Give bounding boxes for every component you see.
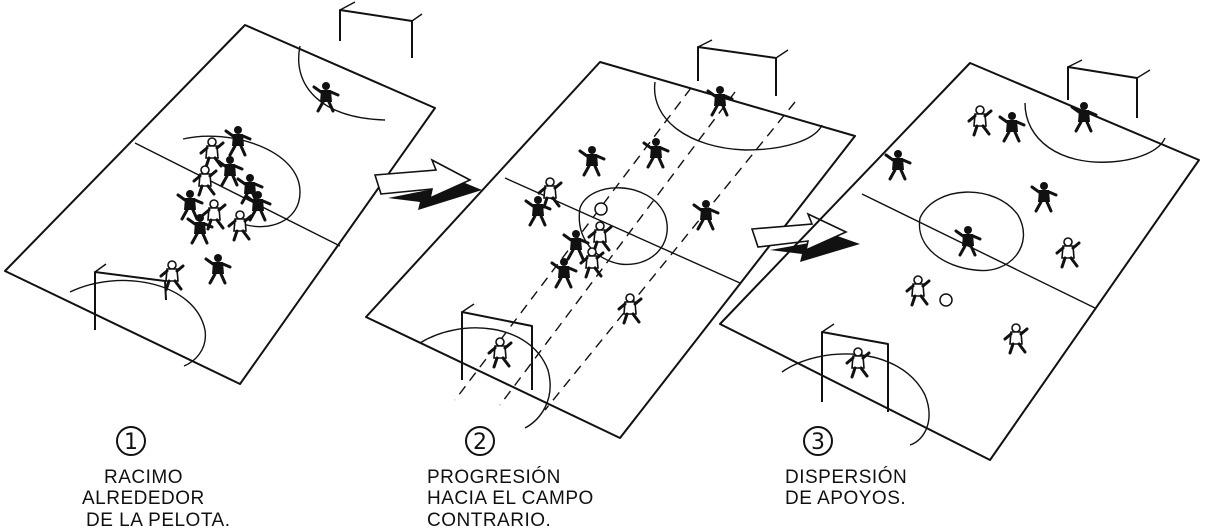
bottom-goal-area xyxy=(420,328,550,428)
court-outline xyxy=(5,25,435,384)
player xyxy=(206,254,230,283)
arrow-1 xyxy=(375,160,482,210)
player xyxy=(969,106,991,135)
caption-line-2: HACIA EL CAMPO xyxy=(427,488,594,509)
player xyxy=(1032,182,1056,211)
panel-3-court xyxy=(720,60,1199,460)
panel-3-players xyxy=(847,102,1096,377)
caption-1: 1 RACIMO ALREDEDOR DE LA PELOTA. xyxy=(82,427,230,531)
player xyxy=(619,294,641,323)
caption-number: 1 xyxy=(124,430,138,455)
panel-1-players xyxy=(161,82,338,290)
caption-number: 2 xyxy=(473,430,487,455)
caption-line-1: RACIMO xyxy=(104,467,183,488)
caption-line-3: DE LA PELOTA. xyxy=(86,510,230,531)
caption-line-2: DE APOYOS. xyxy=(785,488,906,509)
court-outline xyxy=(720,63,1199,460)
player xyxy=(1000,112,1024,141)
top-goal-area xyxy=(655,82,822,150)
ball xyxy=(940,294,952,306)
caption-line-3: CONTRARIO. xyxy=(427,510,551,531)
player xyxy=(1057,238,1079,267)
player xyxy=(644,138,668,167)
player-goalkeeper xyxy=(489,338,511,367)
player xyxy=(694,200,718,229)
player xyxy=(1005,324,1027,353)
player-goalkeeper xyxy=(847,348,869,377)
player xyxy=(886,150,910,179)
caption-3: 3 DISPERSIÓN DE APOYOS. xyxy=(785,427,907,509)
top-goal-area xyxy=(1025,103,1165,162)
player-goalkeeper xyxy=(708,86,732,115)
caption-line-2: ALREDEDOR xyxy=(82,488,205,509)
player-goalkeeper xyxy=(314,82,338,111)
caption-line-1: PROGRESIÓN xyxy=(427,466,561,488)
player xyxy=(580,146,604,175)
bottom-goal-area xyxy=(70,281,205,366)
player xyxy=(226,126,250,155)
caption-2: 2 PROGRESIÓN HACIA EL CAMPO CONTRARIO. xyxy=(427,427,594,531)
top-goal xyxy=(698,47,776,96)
panel-1-court xyxy=(5,2,435,384)
caption-number: 3 xyxy=(811,430,825,455)
player xyxy=(907,276,929,305)
player-goalkeeper xyxy=(1072,102,1096,131)
arrow-2 xyxy=(752,214,860,262)
player xyxy=(589,222,611,251)
player xyxy=(194,166,216,195)
player xyxy=(552,258,576,287)
top-goal xyxy=(340,10,412,58)
ball xyxy=(595,203,607,215)
player xyxy=(564,230,588,259)
player xyxy=(581,248,603,277)
caption-line-1: DISPERSIÓN xyxy=(785,466,907,488)
lane-line-2 xyxy=(500,92,735,405)
top-goal-area xyxy=(299,46,385,120)
player xyxy=(539,178,561,207)
